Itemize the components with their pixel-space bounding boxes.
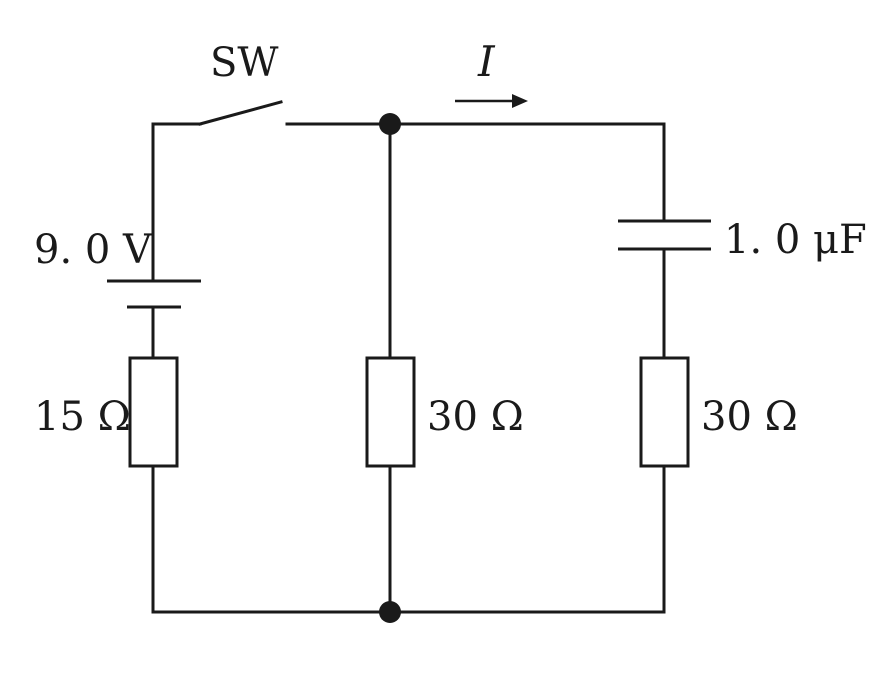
resistor-30-ohm-middle	[365, 356, 416, 468]
switch-blade	[198, 100, 283, 126]
switch	[198, 100, 392, 126]
current-label: I	[477, 37, 496, 86]
wire-left-bottom	[151, 464, 392, 614]
resistor-left-label: 15 Ω	[34, 394, 131, 440]
capacitance-label: 1. 0 μF	[724, 217, 867, 263]
battery-voltage-label: 9. 0 V	[34, 227, 153, 273]
junction-node-top	[379, 113, 401, 135]
switch-label: SW	[210, 40, 279, 86]
junction-node-bottom	[379, 601, 401, 623]
wire-right-top	[388, 122, 666, 223]
middle-branch	[365, 122, 416, 614]
wire-right-bottom	[388, 464, 666, 614]
resistor-middle-label: 30 Ω	[427, 394, 524, 440]
current-arrow-head	[512, 94, 528, 108]
resistor-30-ohm-right	[639, 356, 690, 468]
left-branch	[107, 122, 392, 614]
right-branch	[388, 122, 711, 614]
resistor-right-label: 30 Ω	[701, 394, 798, 440]
current-arrow	[455, 94, 528, 108]
resistor-15-ohm	[128, 356, 179, 468]
wire-left-top	[151, 122, 202, 283]
